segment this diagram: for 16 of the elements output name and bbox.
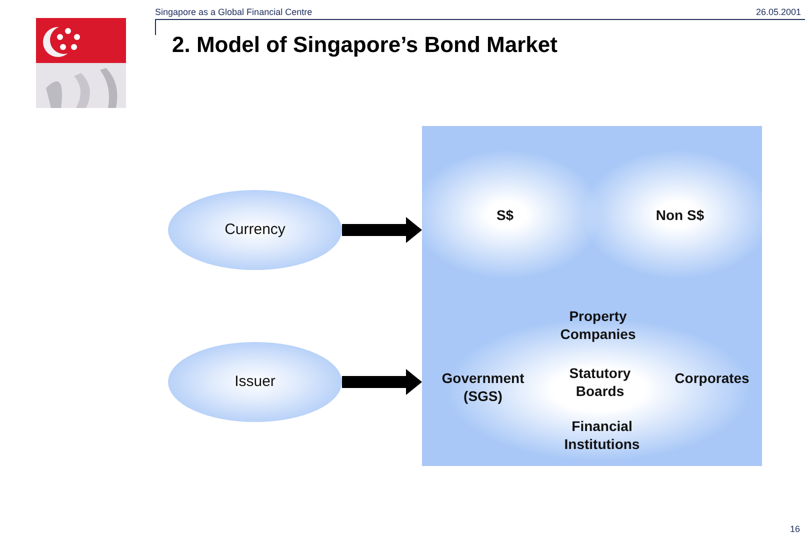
page-number: 16 bbox=[790, 524, 800, 535]
market-panel bbox=[422, 126, 762, 466]
node-label: Issuer bbox=[234, 372, 276, 392]
header-text: Singapore as a Global Financial Centre bbox=[155, 7, 312, 18]
node-label: Financial Institutions bbox=[540, 414, 664, 456]
date-text: 26.05.2001 bbox=[756, 7, 801, 18]
node-label: Corporates bbox=[664, 366, 760, 390]
block-arrow bbox=[342, 217, 422, 243]
node-label: Non S$ bbox=[630, 200, 730, 230]
node-label: Currency bbox=[224, 220, 286, 240]
node-label: S$ bbox=[460, 200, 550, 230]
title: 2. Model of Singapore’s Bond Market bbox=[172, 32, 558, 58]
block-arrow bbox=[342, 369, 422, 395]
node-label: Property Companies bbox=[540, 304, 656, 346]
node-label: Statutory Boards bbox=[558, 361, 642, 403]
node-label: Government (SGS) bbox=[428, 366, 538, 408]
